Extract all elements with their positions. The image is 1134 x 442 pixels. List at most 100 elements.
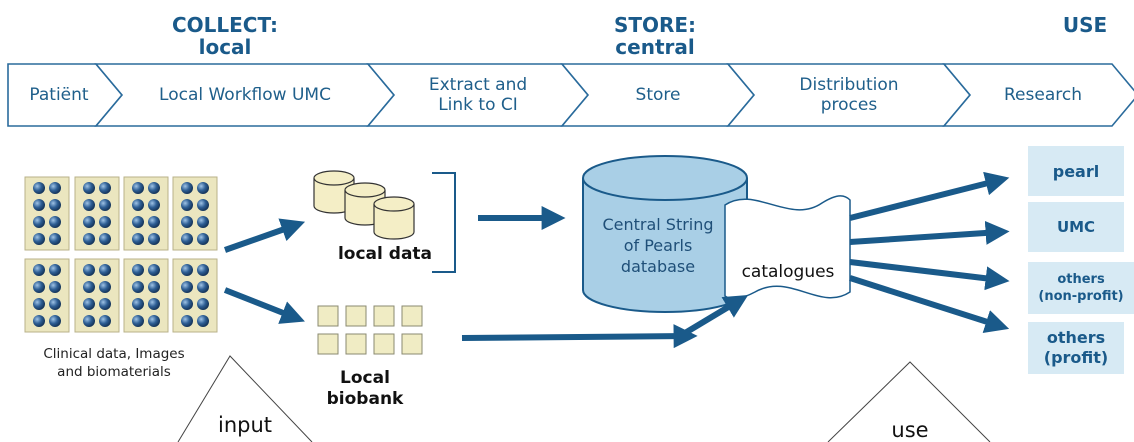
sample-well-dot xyxy=(83,216,95,228)
sample-well-dot xyxy=(132,281,144,293)
cylinder-1 xyxy=(313,170,355,214)
sample-well-dot xyxy=(49,216,61,228)
sample-tile xyxy=(74,176,120,251)
sample-well-dot xyxy=(33,233,45,245)
user-box-pearl: pearl xyxy=(1028,146,1124,196)
phase-use-header: USE xyxy=(1062,13,1108,37)
sample-well-dot xyxy=(148,216,160,228)
arrow-to-pearl xyxy=(849,171,1010,221)
step-store: Store xyxy=(635,85,681,105)
sample-well-dot xyxy=(99,281,111,293)
sample-well-dot xyxy=(99,199,111,211)
local-data-cylinders xyxy=(313,170,415,240)
sample-tile xyxy=(24,258,70,333)
sample-well-dot xyxy=(33,182,45,194)
sample-tile xyxy=(123,258,169,333)
catalogues-label: catalogues xyxy=(741,262,835,282)
sample-tile xyxy=(24,176,70,251)
user-box-nonprofit: others (non-profit) xyxy=(1028,262,1134,314)
sample-well-dot xyxy=(132,233,144,245)
sample-well-dot xyxy=(99,233,111,245)
sample-well-dot xyxy=(83,233,95,245)
local-biobank-label: Local biobank xyxy=(326,368,404,409)
sample-well-dot xyxy=(197,216,209,228)
sample-well-dot xyxy=(33,216,45,228)
cylinder-3 xyxy=(373,196,415,240)
step-distribution: Distribution proces xyxy=(799,75,899,115)
sample-well-dot xyxy=(148,233,160,245)
sample-well-dot xyxy=(33,315,45,327)
use-label: use xyxy=(891,418,929,442)
input-label: input xyxy=(217,413,273,437)
sample-tile xyxy=(74,258,120,333)
use-triangle xyxy=(827,361,991,442)
user-box-umc: UMC xyxy=(1028,202,1124,252)
sample-well-dot xyxy=(181,216,193,228)
arrow-to-biobank xyxy=(223,287,305,324)
phase-collect-subtitle: local xyxy=(198,35,252,59)
phase-store-title: STORE: xyxy=(613,13,697,37)
sample-well-dot xyxy=(132,182,144,194)
local-data-label: local data xyxy=(337,244,433,264)
step-extract-link: Extract and Link to CI xyxy=(428,75,528,115)
sample-well-dot xyxy=(197,264,209,276)
sample-well-dot xyxy=(83,182,95,194)
arrow-to-profit xyxy=(849,275,1010,334)
sample-well-dot xyxy=(132,315,144,327)
sample-well-dot xyxy=(49,298,61,310)
sample-well-dot xyxy=(181,281,193,293)
sample-well-dot xyxy=(132,264,144,276)
sample-well-dot xyxy=(148,182,160,194)
sample-well-dot xyxy=(197,182,209,194)
sample-well-dot xyxy=(181,182,193,194)
sample-well-dot xyxy=(148,281,160,293)
phase-store-subtitle: central xyxy=(615,35,695,59)
sample-well-dot xyxy=(197,199,209,211)
input-triangle xyxy=(177,355,313,442)
sample-well-dot xyxy=(99,315,111,327)
sample-well-dot xyxy=(197,233,209,245)
sample-well-dot xyxy=(83,315,95,327)
sample-well-dot xyxy=(197,298,209,310)
arrow-to-local-data xyxy=(224,218,306,253)
step-local-workflow: Local Workflow UMC xyxy=(159,85,331,105)
arrow-to-umc xyxy=(849,220,1010,245)
sample-well-dot xyxy=(99,182,111,194)
sample-well-dot xyxy=(49,199,61,211)
central-database-cylinder xyxy=(582,155,748,313)
sample-well-dot xyxy=(99,216,111,228)
sample-tile xyxy=(172,258,218,333)
sample-well-dot xyxy=(181,315,193,327)
sample-well-dot xyxy=(148,264,160,276)
step-research: Research xyxy=(1004,85,1082,105)
sample-well-dot xyxy=(49,281,61,293)
sample-tiles xyxy=(24,176,218,333)
sample-well-dot xyxy=(49,233,61,245)
sample-well-dot xyxy=(181,298,193,310)
sample-well-dot xyxy=(132,216,144,228)
sample-well-dot xyxy=(132,298,144,310)
phase-collect-header: COLLECT: local xyxy=(150,14,300,58)
sample-well-dot xyxy=(83,281,95,293)
central-db-label: Central String of Pearls database xyxy=(602,215,714,276)
sample-well-dot xyxy=(148,315,160,327)
sample-well-dot xyxy=(49,264,61,276)
catalogues-scroll xyxy=(724,195,851,300)
sample-well-dot xyxy=(181,199,193,211)
sample-well-dot xyxy=(83,199,95,211)
sample-tile xyxy=(123,176,169,251)
sample-well-dot xyxy=(33,199,45,211)
sample-well-dot xyxy=(33,281,45,293)
step-patient: Patiënt xyxy=(29,85,89,105)
local-data-bracket xyxy=(432,172,456,273)
sample-well-dot xyxy=(148,298,160,310)
arrow-biobank-to-catalogues-2 xyxy=(678,295,749,339)
phase-store-header: STORE: central xyxy=(590,14,720,58)
sample-well-dot xyxy=(33,264,45,276)
sample-tile xyxy=(172,176,218,251)
sample-well-dot xyxy=(132,199,144,211)
sample-well-dot xyxy=(49,315,61,327)
sample-well-dot xyxy=(83,298,95,310)
